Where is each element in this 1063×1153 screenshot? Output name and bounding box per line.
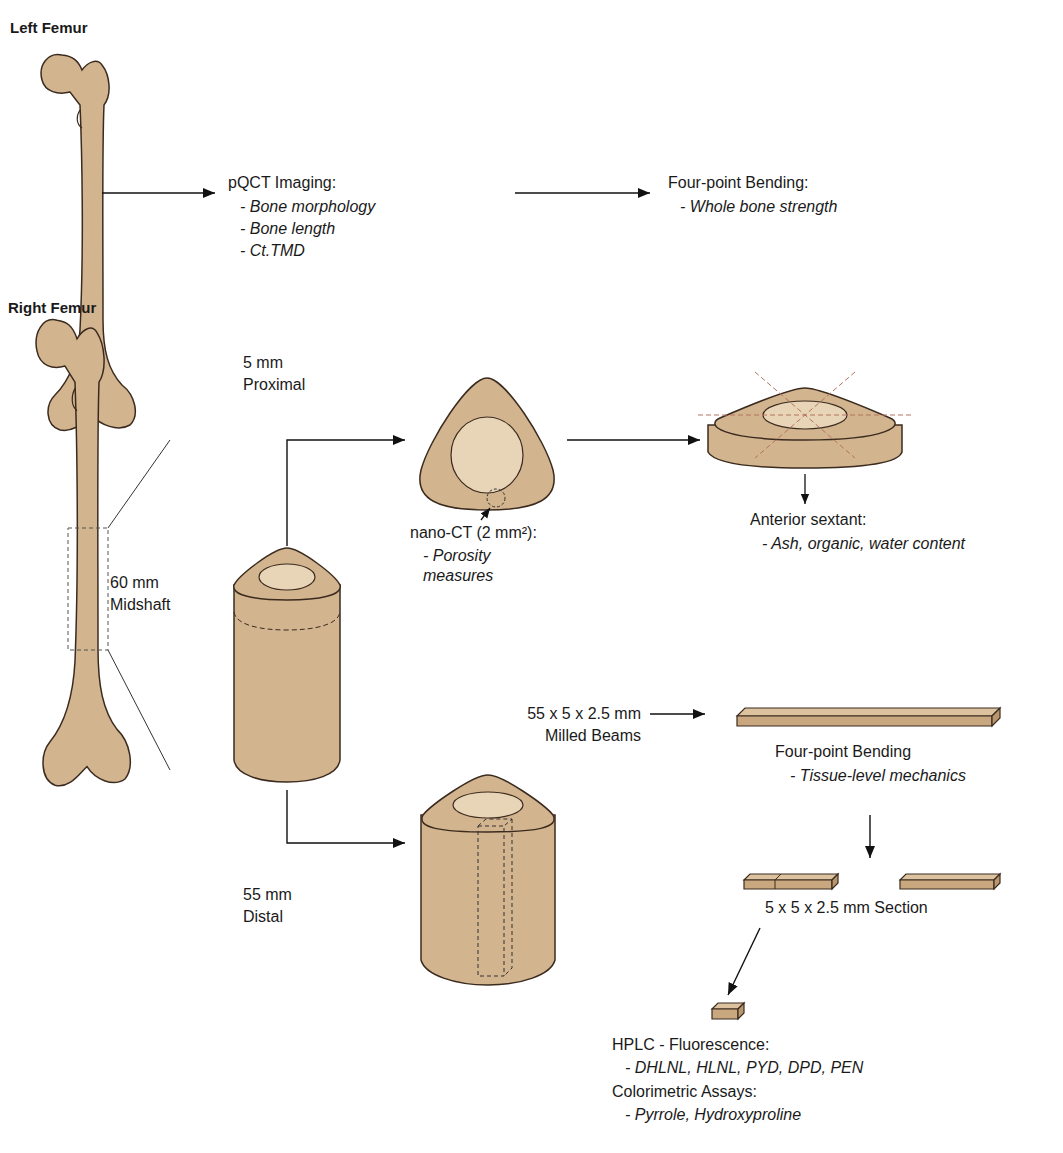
node-detail: - Whole bone strength bbox=[680, 197, 837, 217]
distal-sample: 55 x 5 x 2.5 mmMilled Beams bbox=[405, 700, 650, 990]
zoom-line bbox=[108, 650, 170, 770]
dimension-label: 60 mm Midshaft bbox=[110, 572, 176, 616]
flow-arrow bbox=[650, 713, 705, 714]
node-detail: - Porosity measures bbox=[423, 546, 533, 586]
node-detail: Milled Beams bbox=[545, 726, 641, 746]
node-detail: - Ash, organic, water content bbox=[762, 534, 965, 554]
node-detail: Colorimetric Assays: bbox=[612, 1082, 757, 1102]
sextant-sample: Anterior sextant: - Ash, organic, water c… bbox=[700, 370, 1058, 565]
midshaft-region bbox=[68, 528, 108, 650]
method-text: Four-point Bending: - Whole bone strength bbox=[650, 165, 1010, 221]
cross-section: nano-CT (2 mm²): - Porosity measures bbox=[405, 370, 567, 595]
node-heading: 55 x 5 x 2.5 mm bbox=[527, 704, 641, 724]
specimen-region: Left Femur bbox=[5, 10, 102, 435]
node-heading: Left Femur bbox=[10, 18, 88, 38]
beam-section: 5 x 5 x 2.5 mm Section bbox=[740, 858, 1058, 928]
flow-arrow bbox=[869, 815, 870, 858]
flow-arrow bbox=[567, 439, 700, 440]
sextant-disk bbox=[698, 372, 912, 504]
node-heading: HPLC - Fluorescence: bbox=[612, 1035, 769, 1055]
node-detail: - Bone length bbox=[240, 219, 335, 239]
beam-test: Four-point Bending - Tissue-level mechani… bbox=[705, 700, 1058, 815]
node-detail: - Tissue-level mechanics bbox=[790, 766, 966, 786]
node-detail: - Bone morphology bbox=[240, 197, 375, 217]
flow-arrow bbox=[515, 192, 650, 193]
distal-cylinder bbox=[421, 775, 555, 985]
zoom-line bbox=[108, 440, 170, 528]
node-detail: - Pyrrole, Hydroxyproline bbox=[625, 1105, 801, 1125]
specimen-cylinder: Right Femur bbox=[228, 546, 346, 790]
broken-beams bbox=[744, 874, 1000, 889]
node-heading: nano-CT (2 mm²): bbox=[410, 523, 537, 543]
right-femur bbox=[36, 320, 130, 786]
flow-arrow bbox=[728, 928, 760, 995]
dimension-label: 55 mm Distal bbox=[243, 884, 313, 928]
method-text: pQCT Imaging: - Bone morphology- Bone len… bbox=[215, 165, 515, 265]
node-heading: pQCT Imaging: bbox=[228, 173, 336, 193]
small-section bbox=[712, 1003, 744, 1019]
midshaft-cylinder bbox=[234, 548, 341, 782]
node-detail: - Ct.TMD bbox=[240, 241, 305, 261]
assay-block: HPLC - Fluorescence: - DHLNL, HLNL, PYD, … bbox=[600, 995, 1058, 1145]
node-heading: Four-point Bending: bbox=[668, 173, 809, 193]
node-heading: 5 x 5 x 2.5 mm Section bbox=[765, 898, 928, 918]
node-heading: Four-point Bending bbox=[775, 742, 911, 762]
milled-beam bbox=[737, 708, 1000, 726]
node-heading: Anterior sextant: bbox=[750, 510, 867, 530]
flow-arrow bbox=[287, 790, 405, 843]
flow-arrow bbox=[102, 192, 215, 193]
node-detail: - DHLNL, HLNL, PYD, DPD, PEN bbox=[625, 1058, 863, 1078]
node-heading: Right Femur bbox=[8, 298, 96, 318]
proximal-section bbox=[420, 378, 554, 520]
dimension-label: 5 mm Proximal bbox=[243, 352, 313, 396]
flow-arrow bbox=[287, 440, 405, 546]
